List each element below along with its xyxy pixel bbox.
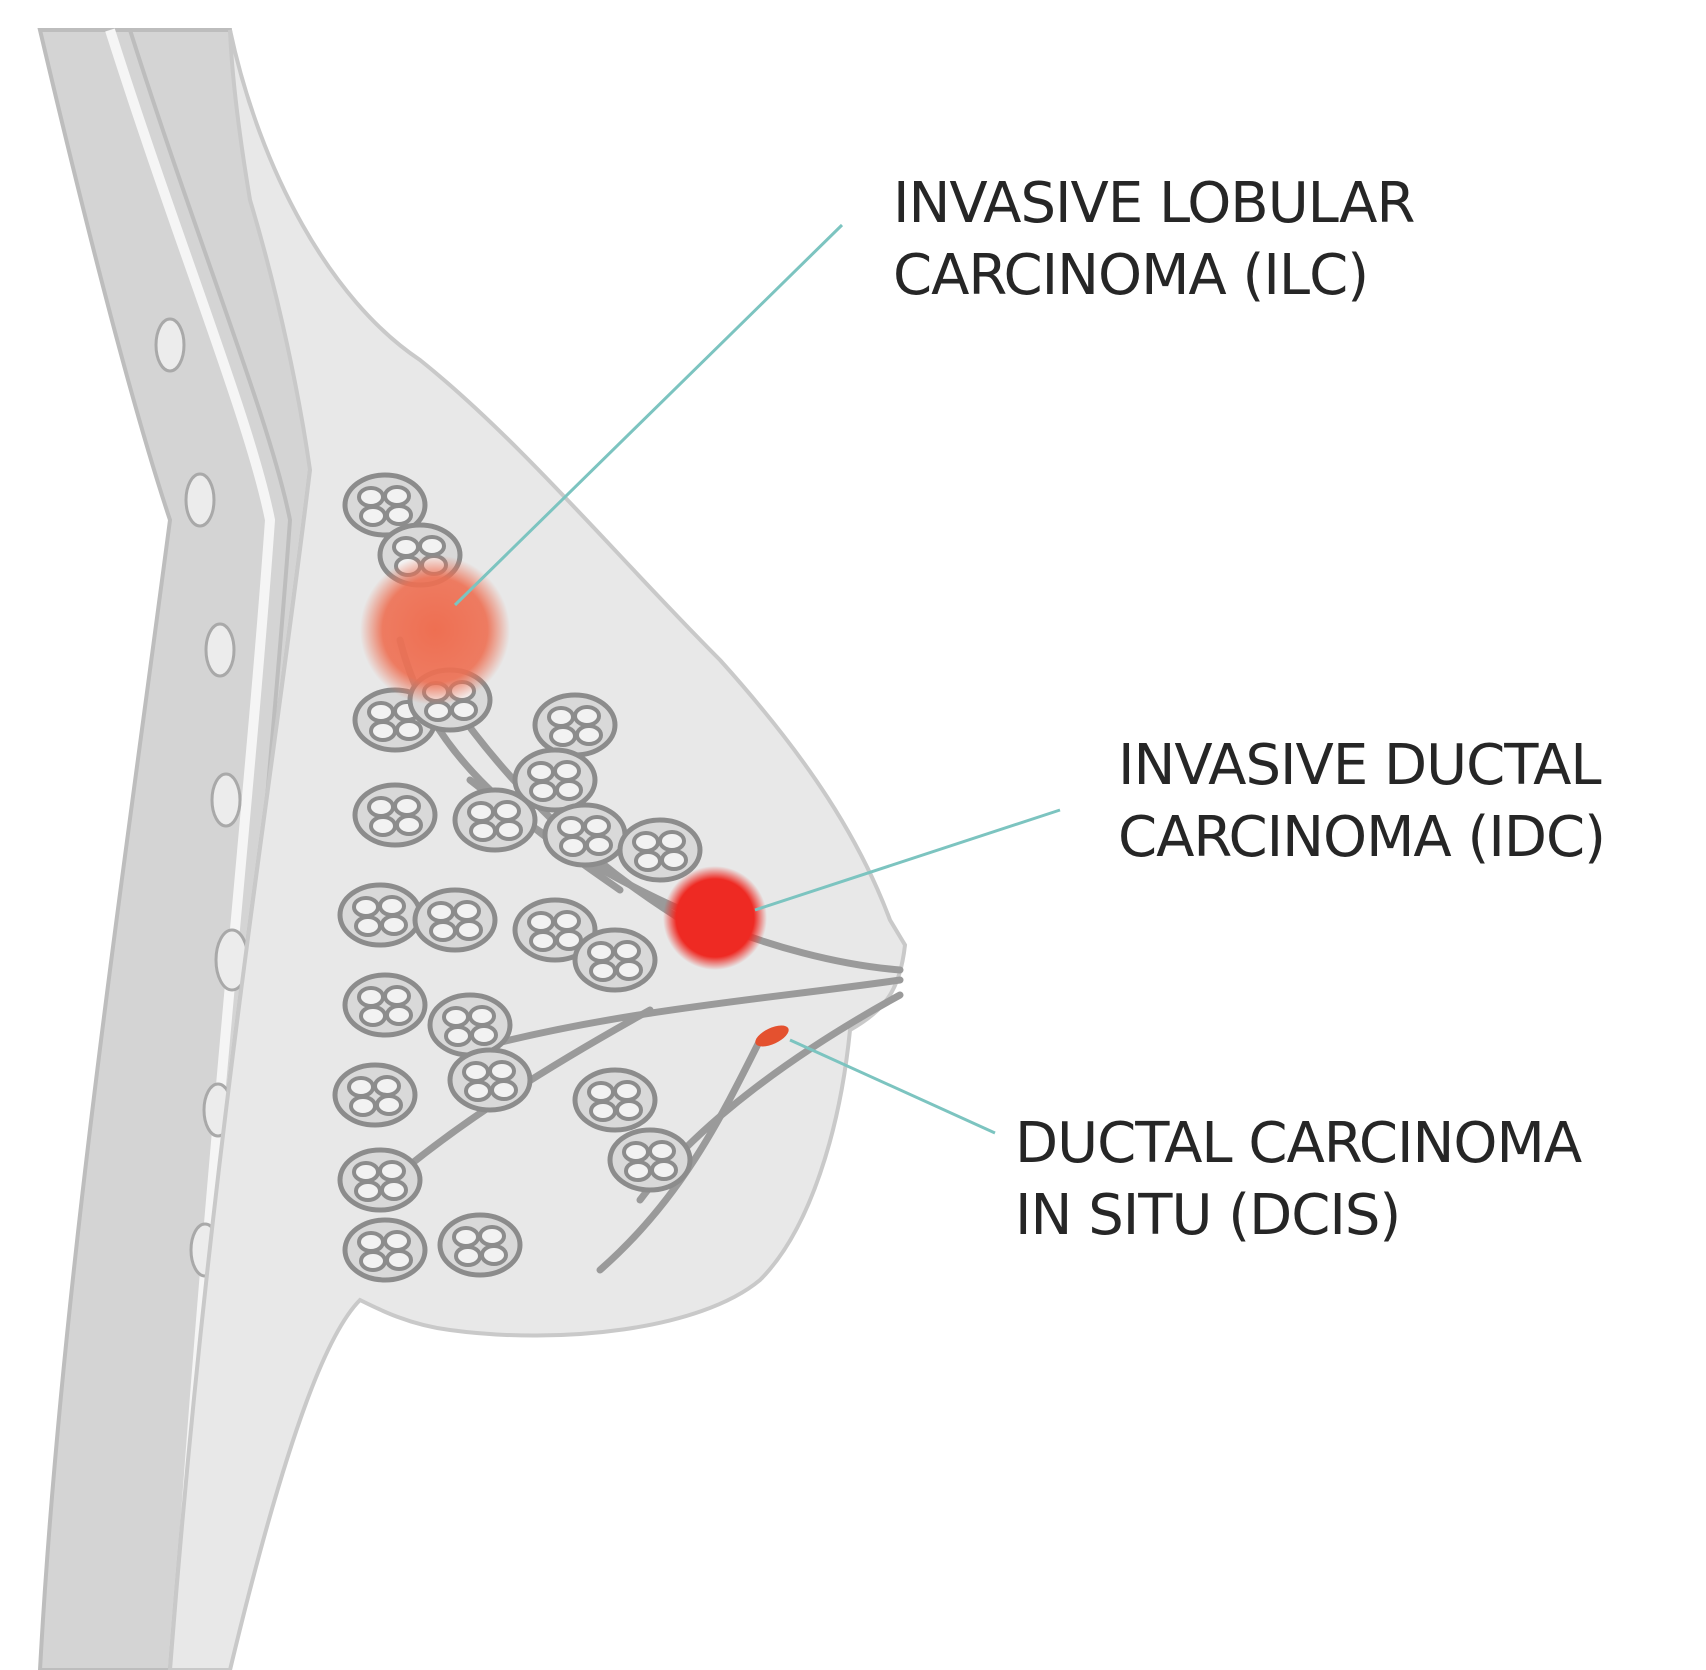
idc-label-line1: INVASIVE DUCTAL bbox=[1118, 733, 1602, 798]
dcis-label: DUCTAL CARCINOMA IN SITU (DCIS) bbox=[1015, 1108, 1582, 1252]
dcis-tumor-marker bbox=[755, 1025, 789, 1047]
idc-tumor-marker bbox=[663, 866, 767, 970]
idc-label-line2: CARCINOMA (IDC) bbox=[1118, 805, 1606, 870]
dcis-label-line1: DUCTAL CARCINOMA bbox=[1015, 1111, 1582, 1176]
rib-segments bbox=[154, 317, 250, 1278]
ilc-label-line2: CARCINOMA (ILC) bbox=[893, 243, 1369, 308]
idc-leader-line bbox=[754, 808, 1061, 912]
ilc-leader-line bbox=[453, 223, 844, 607]
leader-lines bbox=[453, 223, 1061, 1135]
ilc-label-line1: INVASIVE LOBULAR bbox=[893, 171, 1415, 236]
ilc-label: INVASIVE LOBULAR CARCINOMA (ILC) bbox=[893, 168, 1415, 312]
dcis-leader-line bbox=[789, 1038, 996, 1135]
ilc-tumor-marker bbox=[360, 555, 510, 705]
breast-tissue bbox=[167, 29, 908, 1670]
idc-label: INVASIVE DUCTAL CARCINOMA (IDC) bbox=[1118, 730, 1606, 874]
dcis-label-line2: IN SITU (DCIS) bbox=[1015, 1183, 1401, 1248]
